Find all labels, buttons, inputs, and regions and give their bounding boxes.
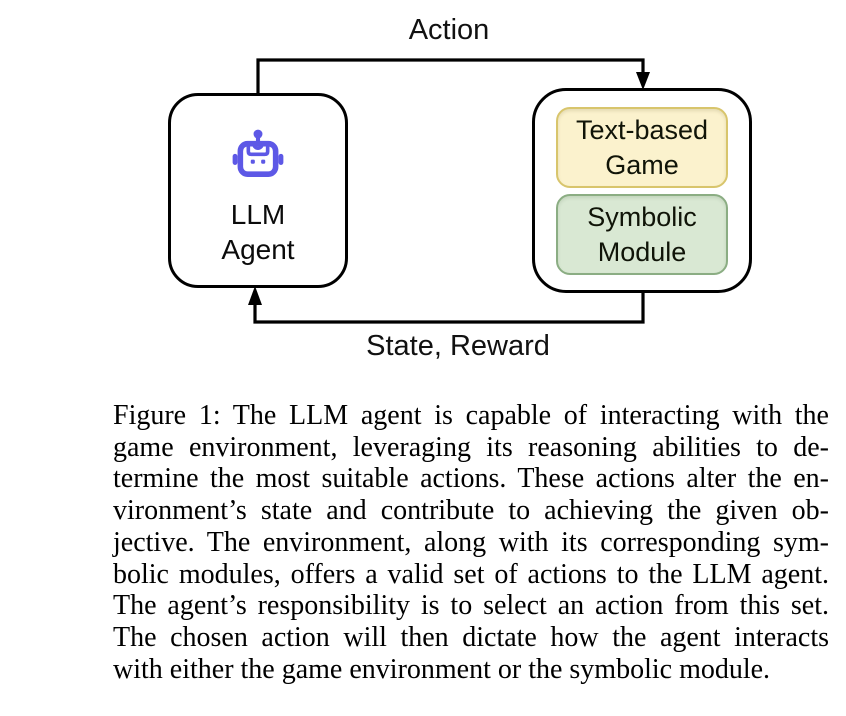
llm-agent-label-line2: Agent (221, 234, 295, 265)
caption-line: bolic modules, offers a valid set of act… (113, 558, 829, 590)
caption-line: The agent’s responsibility is to select … (113, 590, 829, 622)
caption-line: with either the game environment or the … (113, 653, 771, 685)
action-arrow-line (256, 58, 645, 94)
action-arrowhead-icon (636, 72, 650, 90)
llm-agent-box: LLM Agent (168, 93, 348, 288)
text-based-game-box: Text-based Game (556, 107, 728, 188)
caption-line: game environment, leveraging its reasoni… (113, 431, 829, 463)
figure-1-diagram: Action LLM Agent Text-based Game (168, 14, 752, 362)
symbolic-module-label-line2: Module (597, 237, 687, 267)
caption-line: vironment’s state and contribute to achi… (113, 495, 829, 527)
robot-icon (232, 129, 284, 177)
figure-caption: Figure 1: The LLM agent is capable of in… (113, 400, 829, 685)
state-reward-arrow-line (253, 292, 645, 324)
caption-line: Figure 1: The LLM agent is capable of in… (113, 400, 829, 431)
caption-line: jective. The environment, along with its… (113, 526, 829, 558)
symbolic-module-box: Symbolic Module (556, 194, 728, 275)
caption-line: The chosen action will then dictate how … (113, 621, 829, 653)
action-edge-label: Action (408, 14, 490, 46)
state-reward-arrowhead-icon (248, 286, 262, 305)
symbolic-module-label-line1: Symbolic (587, 202, 697, 232)
text-based-game-label-line2: Game (605, 150, 679, 180)
environment-box: Text-based Game Symbolic Module (532, 88, 752, 293)
state-reward-edge-label: State, Reward (366, 330, 550, 362)
llm-agent-label-line1: LLM (230, 199, 286, 230)
caption-line: termine the most suitable actions. These… (113, 463, 829, 495)
llm-agent-label: LLM Agent (171, 197, 345, 267)
diagram-arrows (248, 58, 650, 324)
text-based-game-label-line1: Text-based (575, 115, 709, 145)
